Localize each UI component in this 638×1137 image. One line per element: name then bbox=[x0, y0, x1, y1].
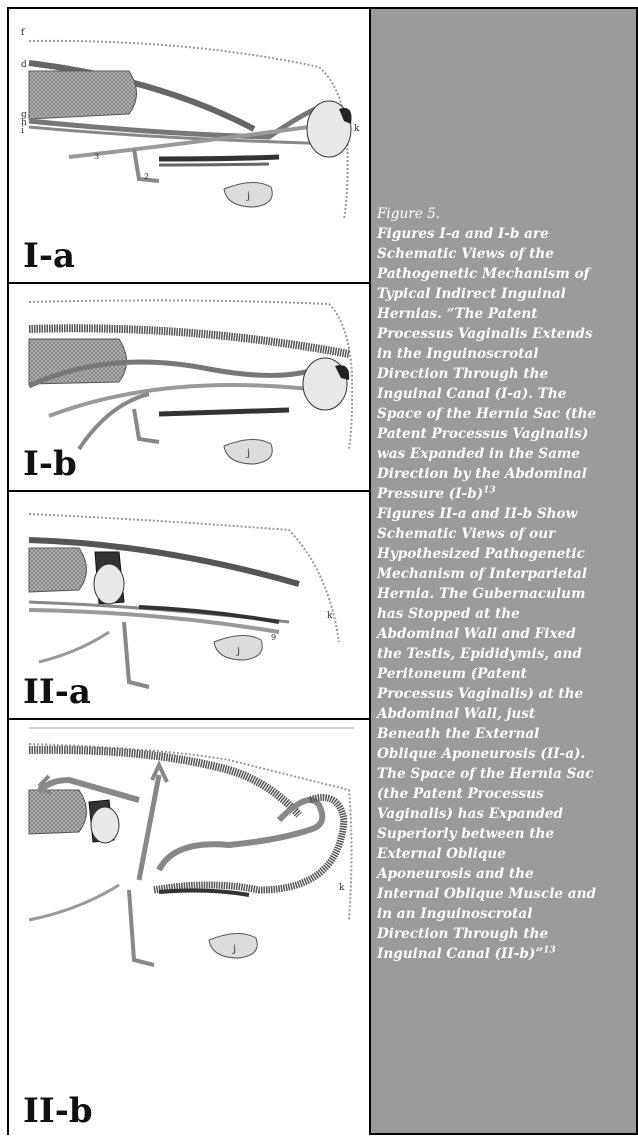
label-3: 3 bbox=[94, 152, 99, 161]
label-i: i bbox=[21, 126, 24, 136]
figure-panels-column: f d g h i j k 3 2 I-a bbox=[9, 9, 371, 1133]
caption-line: the Testis, Epididymis, and bbox=[377, 644, 638, 664]
caption-line: Figures I-a and I-b are bbox=[377, 224, 638, 244]
caption-line-with-ref: Pressure (I-b)13 bbox=[377, 484, 638, 504]
caption-line: Mechanism of Interparietal bbox=[377, 564, 638, 584]
caption-line: Superiorly between the bbox=[377, 824, 638, 844]
figure-caption: Figure 5. Figures I-a and I-b are Schema… bbox=[377, 204, 638, 964]
caption-line: Internal Oblique Muscle and bbox=[377, 884, 638, 904]
label-k: k bbox=[339, 883, 345, 893]
caption-line: Processus Vaginalis Extends bbox=[377, 324, 638, 344]
label-k: k bbox=[327, 611, 333, 621]
caption-line: Processus Vaginalis) at the bbox=[377, 684, 638, 704]
caption-line: Direction by the Abdominal bbox=[377, 464, 638, 484]
caption-line: (the Patent Processus bbox=[377, 784, 638, 804]
label-j: j bbox=[246, 448, 250, 459]
label-d: d bbox=[21, 60, 27, 70]
caption-line: has Stopped at the bbox=[377, 604, 638, 624]
reference-superscript: 13 bbox=[483, 485, 496, 495]
caption-line: Schematic Views of our bbox=[377, 524, 638, 544]
caption-line: Abdominal Wall, just bbox=[377, 704, 638, 724]
caption-line: Direction Through the bbox=[377, 364, 638, 384]
caption-line: Patent Processus Vaginalis) bbox=[377, 424, 638, 444]
caption-line: Abdominal Wall and Fixed bbox=[377, 624, 638, 644]
label-9: 9 bbox=[271, 633, 276, 642]
caption-line: Schematic Views of the bbox=[377, 244, 638, 264]
caption-line: Hernias. “The Patent bbox=[377, 304, 638, 324]
panel-i-b: j I-b bbox=[9, 284, 369, 492]
caption-line: was Expanded in the Same bbox=[377, 444, 638, 464]
panel-ii-a: j 9 k II-a bbox=[9, 492, 369, 720]
caption-line: Space of the Hernia Sac (the bbox=[377, 404, 638, 424]
panel-label: I-a bbox=[23, 236, 75, 276]
reference-superscript: 13 bbox=[543, 945, 556, 955]
caption-line: Inguinal Canal (I-a). The bbox=[377, 384, 638, 404]
caption-line-with-ref: Inguinal Canal (II-b)”13 bbox=[377, 944, 638, 964]
label-f: f bbox=[21, 28, 25, 38]
label-k: k bbox=[354, 124, 360, 134]
caption-line: Typical Indirect Inguinal bbox=[377, 284, 638, 304]
label-j: j bbox=[246, 191, 250, 202]
caption-line: Hernia. The Gubernaculum bbox=[377, 584, 638, 604]
diagram-ii-b: j k bbox=[9, 720, 369, 1040]
panel-label: II-b bbox=[23, 1091, 93, 1131]
label-j: j bbox=[232, 944, 236, 955]
caption-line: Pressure (I-b) bbox=[377, 486, 483, 502]
caption-line: Aponeurosis and the bbox=[377, 864, 638, 884]
caption-line: External Oblique bbox=[377, 844, 638, 864]
caption-line: The Space of the Hernia Sac bbox=[377, 764, 638, 784]
caption-line: Peritoneum (Patent bbox=[377, 664, 638, 684]
figure-table: f d g h i j k 3 2 I-a bbox=[7, 7, 638, 1135]
panel-label: I-b bbox=[23, 444, 77, 484]
caption-line: Pathogenetic Mechanism of bbox=[377, 264, 638, 284]
caption-column: Figure 5. Figures I-a and I-b are Schema… bbox=[371, 9, 636, 1133]
panel-ii-b: j k II-b bbox=[9, 720, 369, 1137]
caption-line: Hypothesized Pathogenetic bbox=[377, 544, 638, 564]
label-2: 2 bbox=[144, 172, 149, 181]
caption-line: Vaginalis) has Expanded bbox=[377, 804, 638, 824]
caption-line: Oblique Aponeurosis (II-a). bbox=[377, 744, 638, 764]
caption-line: Inguinal Canal (II-b)” bbox=[377, 946, 543, 962]
caption-line: in an Inguinoscrotal bbox=[377, 904, 638, 924]
panel-label: II-a bbox=[23, 672, 91, 712]
caption-line: Direction Through the bbox=[377, 924, 638, 944]
caption-title: Figure 5. bbox=[377, 204, 638, 224]
caption-line: in the Inguinoscrotal bbox=[377, 344, 638, 364]
label-j: j bbox=[236, 646, 240, 657]
caption-line: Figures II-a and II-b Show bbox=[377, 504, 638, 524]
panel-i-a: f d g h i j k 3 2 I-a bbox=[9, 9, 369, 284]
caption-line: Beneath the External bbox=[377, 724, 638, 744]
